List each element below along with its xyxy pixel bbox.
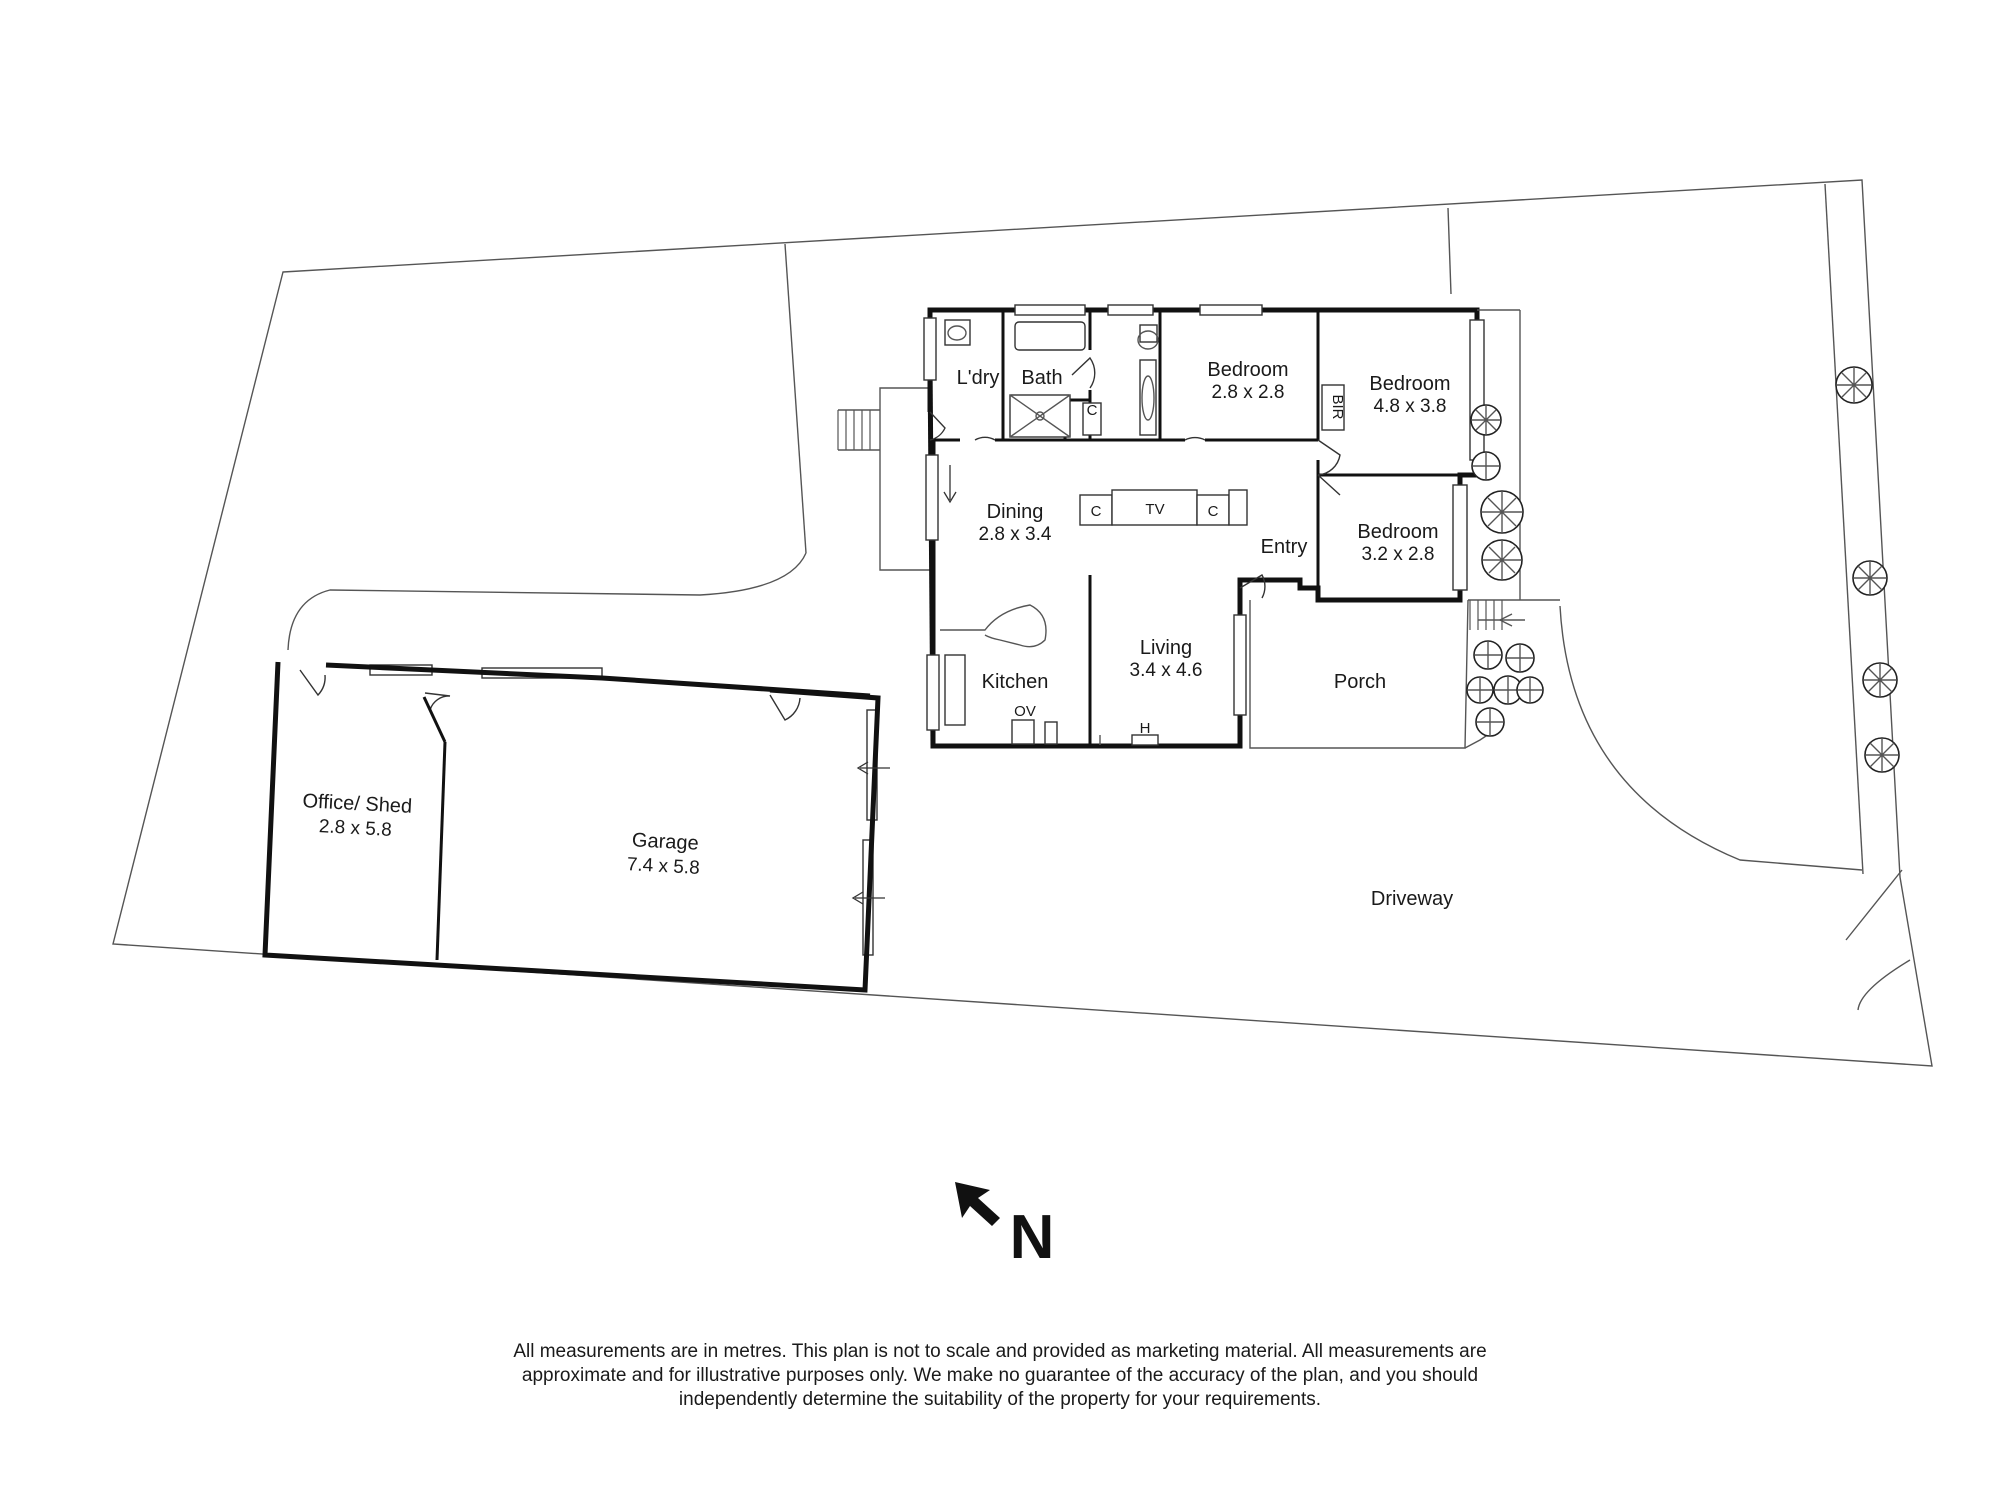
fixtures	[940, 319, 1159, 746]
bir-label: BIR	[1329, 394, 1346, 419]
room-label-bath: Bath	[1021, 367, 1062, 389]
garage-door-arrows	[851, 465, 957, 905]
tv-unit	[1079, 384, 1345, 526]
room-dims-bedroom-2: 4.8 x 3.8	[1374, 396, 1447, 417]
tree-icon	[1471, 451, 1501, 481]
north-arrow-icon	[955, 1182, 1000, 1226]
tree-icon	[1864, 737, 1900, 773]
room-dims-garage: 7.4 x 5.8	[626, 854, 700, 879]
cupboard-label: C	[1091, 503, 1102, 520]
rear-deck	[837, 387, 930, 571]
disclaimer: All measurements are in metres. This pla…	[420, 1340, 1580, 1412]
room-dims-office-shed: 2.8 x 5.8	[318, 816, 392, 841]
cupboard-label: C	[1208, 503, 1219, 520]
tree-icon	[1862, 662, 1898, 698]
room-label-garage: Garage	[631, 829, 699, 854]
disclaimer-line-1: All measurements are in metres. This pla…	[513, 1341, 1487, 1362]
room-label-bedroom-2: Bedroom	[1369, 373, 1450, 395]
room-label-office-shed: Office/ Shed	[302, 790, 413, 818]
compass: N	[955, 1182, 1054, 1272]
room-label-kitchen: Kitchen	[982, 671, 1049, 693]
porch-outline	[1249, 599, 1560, 749]
tree-icon	[1466, 676, 1494, 704]
area-label-driveway: Driveway	[1371, 888, 1453, 910]
room-labels: L'dry Bath Bedroom 2.8 x 2.8 Bedroom 4.8…	[302, 359, 1453, 910]
tree-icon	[1516, 676, 1544, 704]
room-label-living: Living	[1140, 637, 1192, 659]
room-label-dining: Dining	[987, 501, 1044, 523]
tree-icon	[1852, 560, 1888, 596]
room-label-laundry: L'dry	[957, 367, 1000, 389]
room-dims-bedroom-1: 2.8 x 2.8	[1212, 382, 1285, 403]
room-dims-dining: 2.8 x 3.4	[979, 524, 1052, 545]
doors	[299, 356, 1341, 721]
tree-icon	[1480, 490, 1524, 534]
tree-icon	[1505, 643, 1535, 673]
tree-icon	[1475, 707, 1505, 737]
shrubs	[1466, 366, 1900, 773]
tree-icon	[1835, 366, 1873, 404]
tv-label: TV	[1145, 501, 1164, 518]
disclaimer-line-3: independently determine the suitability …	[678, 1389, 1322, 1410]
fence-lines	[287, 183, 1911, 1011]
disclaimer-line-2: approximate and for illustrative purpose…	[521, 1365, 1479, 1386]
room-label-porch: Porch	[1334, 671, 1386, 693]
fixture-labels: C C TV C BIR OV H	[1014, 394, 1346, 737]
room-dims-bedroom-3: 3.2 x 2.8	[1362, 544, 1435, 565]
cupboard-label: C	[1087, 402, 1098, 419]
room-label-bedroom-3: Bedroom	[1357, 521, 1438, 543]
room-dims-living: 3.4 x 4.6	[1130, 660, 1203, 681]
north-label: N	[1010, 1203, 1055, 1272]
tree-icon	[1473, 640, 1503, 670]
oven-label: OV	[1014, 703, 1036, 720]
room-label-bedroom-1: Bedroom	[1207, 359, 1288, 381]
tree-icon	[1470, 404, 1502, 436]
room-label-entry: Entry	[1261, 536, 1308, 558]
heater-label: H	[1140, 720, 1151, 737]
property-boundary	[112, 179, 1933, 1067]
tree-icon	[1481, 539, 1523, 581]
